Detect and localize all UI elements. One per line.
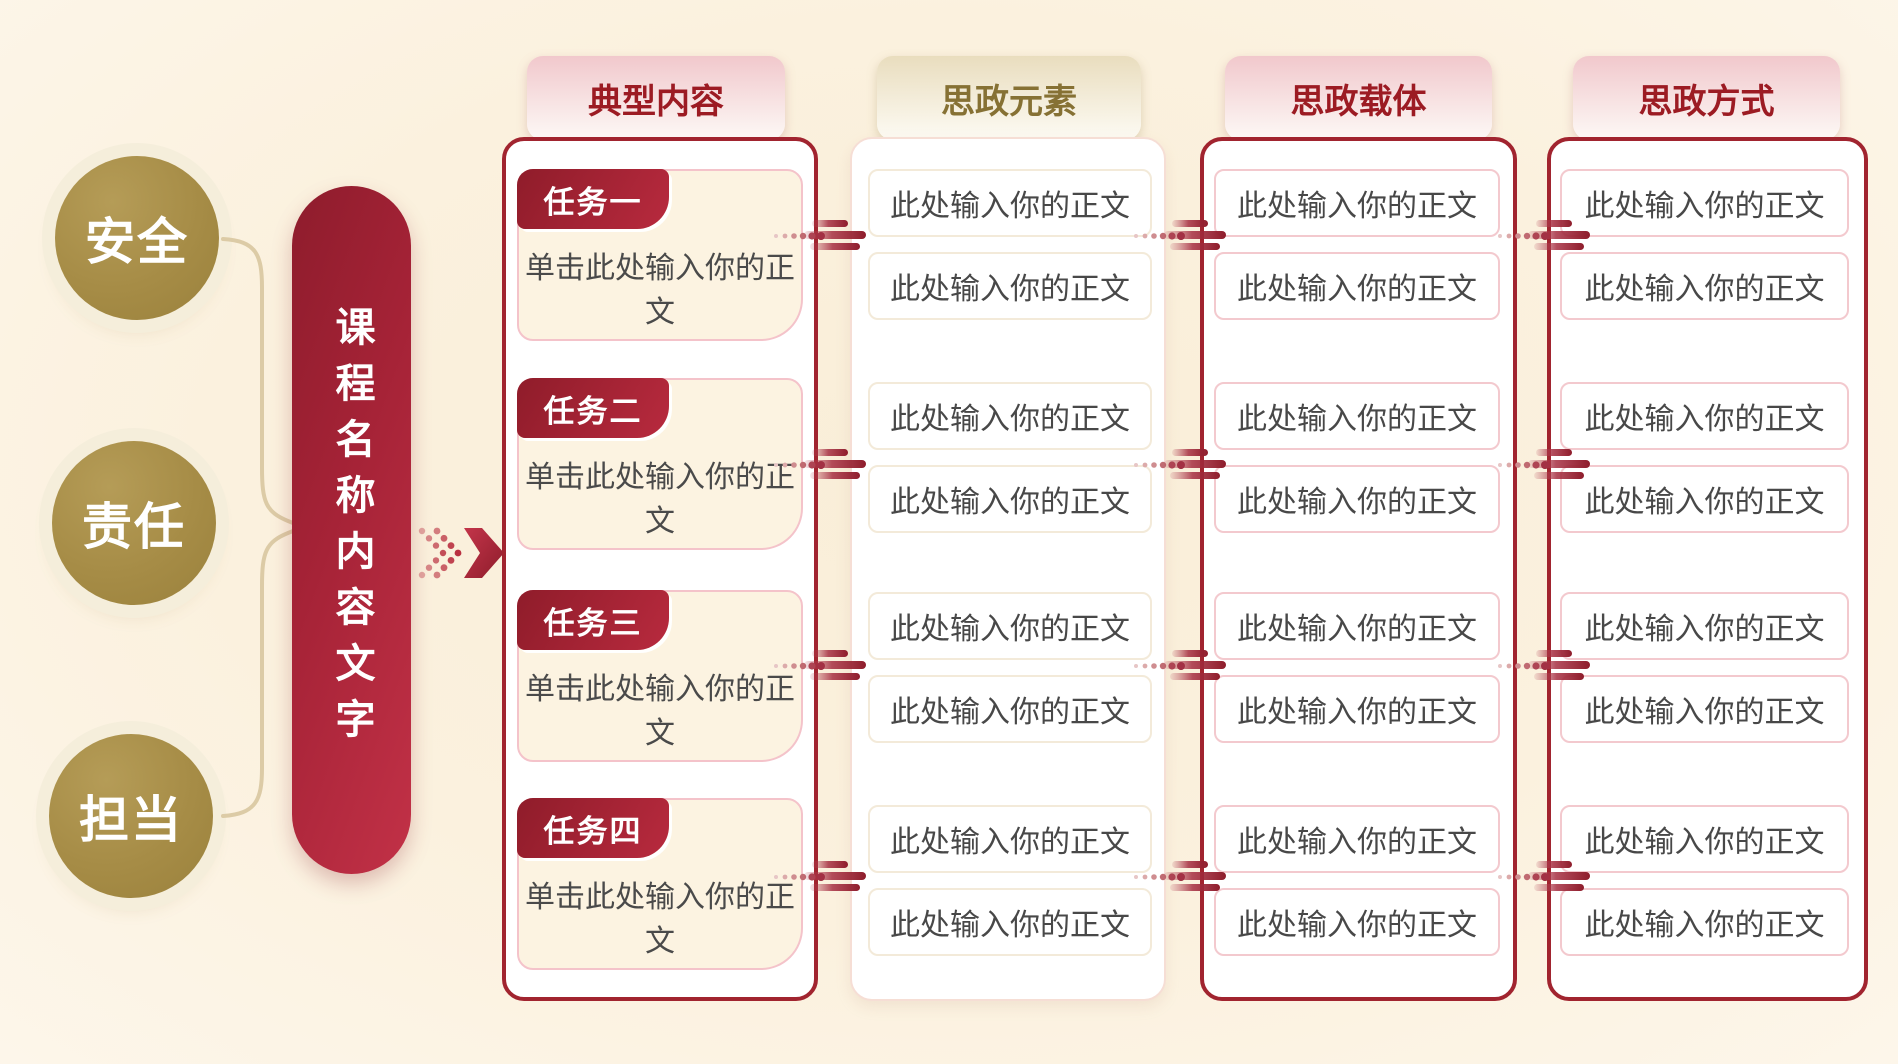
placeholder-box[interactable]: 此处输入你的正文	[1560, 465, 1849, 533]
placeholder-box[interactable]: 此处输入你的正文	[868, 675, 1152, 743]
keyword-circle-responsibility[interactable]: 责任	[52, 441, 216, 605]
flow-connector-icon	[1134, 449, 1226, 479]
column-header-ideology-methods: 思政方式	[1573, 56, 1840, 140]
column-header-typical-content: 典型内容	[527, 56, 785, 140]
task-badge-label: 任务二	[543, 393, 643, 429]
placeholder-box[interactable]: 此处输入你的正文	[1214, 465, 1500, 533]
task-badge-label: 任务四	[543, 813, 643, 849]
flow-connector-icon	[774, 650, 866, 680]
task-badge: 任务四	[517, 798, 669, 858]
placeholder-box[interactable]: 此处输入你的正文	[1214, 592, 1500, 660]
placeholder-box[interactable]: 此处输入你的正文	[868, 888, 1152, 956]
header-label: 思政方式	[1638, 82, 1775, 121]
column-header-ideology-elements: 思政元素	[877, 56, 1141, 140]
placeholder-box[interactable]: 此处输入你的正文	[1214, 805, 1500, 873]
task-body-text[interactable]: 单击此处输入你的正文	[525, 881, 795, 958]
flow-connector-icon	[1134, 650, 1226, 680]
placeholder-box[interactable]: 此处输入你的正文	[1560, 805, 1849, 873]
task-body-text[interactable]: 单击此处输入你的正文	[525, 673, 795, 750]
header-label: 思政载体	[1290, 82, 1427, 121]
placeholder-box[interactable]: 此处输入你的正文	[1560, 888, 1849, 956]
keyword-circle-safety[interactable]: 安全	[55, 156, 219, 320]
chevron-arrow-icon	[418, 527, 504, 579]
task-badge: 任务三	[517, 590, 669, 650]
placeholder-box[interactable]: 此处输入你的正文	[1560, 675, 1849, 743]
task-badge: 任务一	[517, 169, 669, 229]
task-card-2[interactable]: 任务二 单击此处输入你的正文	[517, 378, 803, 550]
task-card-4[interactable]: 任务四 单击此处输入你的正文	[517, 798, 803, 970]
placeholder-box[interactable]: 此处输入你的正文	[1560, 592, 1849, 660]
placeholder-box[interactable]: 此处输入你的正文	[1214, 169, 1500, 237]
flow-connector-icon	[1134, 861, 1226, 891]
placeholder-box[interactable]: 此处输入你的正文	[868, 252, 1152, 320]
placeholder-box[interactable]: 此处输入你的正文	[1560, 169, 1849, 237]
placeholder-box[interactable]: 此处输入你的正文	[868, 805, 1152, 873]
flow-connector-icon	[774, 449, 866, 479]
placeholder-box[interactable]: 此处输入你的正文	[868, 169, 1152, 237]
flow-connector-icon	[774, 220, 866, 250]
flow-connector-icon	[1134, 220, 1226, 250]
placeholder-box[interactable]: 此处输入你的正文	[1214, 675, 1500, 743]
flow-connector-icon	[774, 861, 866, 891]
task-body-text[interactable]: 单击此处输入你的正文	[525, 461, 795, 538]
placeholder-box[interactable]: 此处输入你的正文	[1214, 888, 1500, 956]
keyword-label: 担当	[79, 792, 183, 848]
flow-connector-icon	[1498, 861, 1590, 891]
keyword-label: 责任	[82, 499, 186, 555]
task-badge-label: 任务三	[543, 605, 643, 641]
keyword-circle-commitment[interactable]: 担当	[49, 734, 213, 898]
placeholder-box[interactable]: 此处输入你的正文	[1560, 252, 1849, 320]
keyword-label: 安全	[85, 214, 189, 270]
placeholder-box[interactable]: 此处输入你的正文	[868, 465, 1152, 533]
flow-connector-icon	[1498, 449, 1590, 479]
column-header-ideology-carriers: 思政载体	[1225, 56, 1492, 140]
placeholder-box[interactable]: 此处输入你的正文	[1214, 252, 1500, 320]
task-card-1[interactable]: 任务一 单击此处输入你的正文	[517, 169, 803, 341]
placeholder-box[interactable]: 此处输入你的正文	[868, 382, 1152, 450]
task-body-text[interactable]: 单击此处输入你的正文	[525, 252, 795, 329]
placeholder-box[interactable]: 此处输入你的正文	[868, 592, 1152, 660]
header-label: 典型内容	[588, 82, 724, 121]
task-badge-label: 任务一	[543, 184, 643, 220]
header-label: 思政元素	[941, 82, 1077, 121]
course-name-pill[interactable]: 课程名称内容文字	[292, 186, 411, 874]
placeholder-box[interactable]: 此处输入你的正文	[1214, 382, 1500, 450]
flow-connector-icon	[1498, 650, 1590, 680]
task-card-3[interactable]: 任务三 单击此处输入你的正文	[517, 590, 803, 762]
placeholder-box[interactable]: 此处输入你的正文	[1560, 382, 1849, 450]
course-name-text: 课程名称内容文字	[329, 306, 374, 754]
flow-connector-icon	[1498, 220, 1590, 250]
task-badge: 任务二	[517, 378, 669, 438]
